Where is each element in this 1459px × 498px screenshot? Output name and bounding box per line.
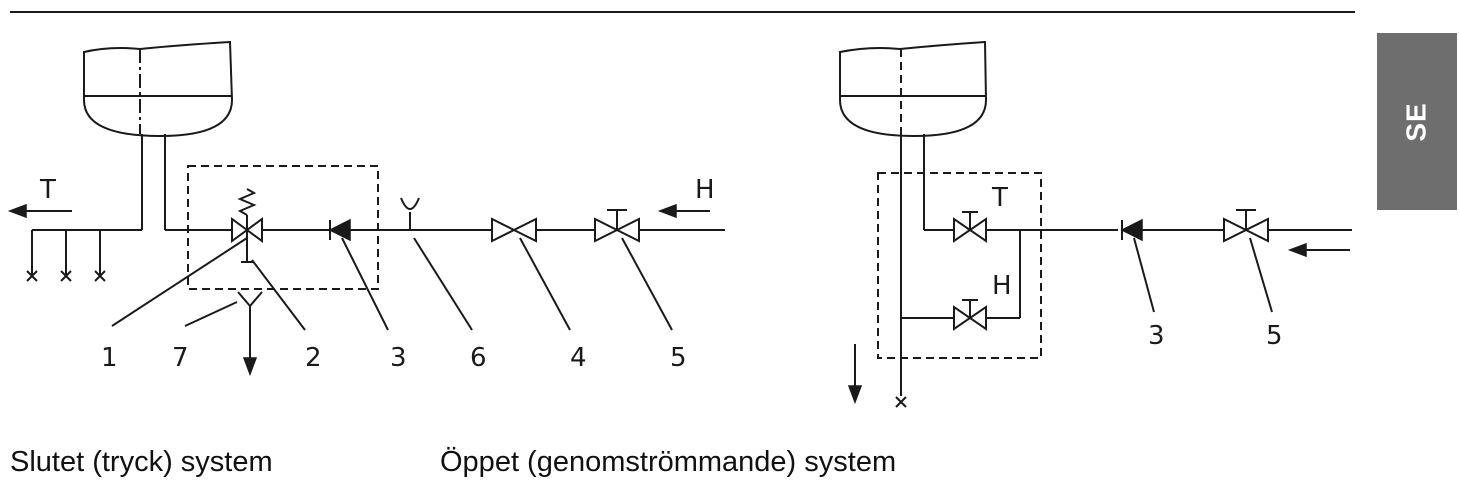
test-point-icon xyxy=(400,197,420,230)
cold-water-valve-icon xyxy=(953,299,987,331)
shutoff-valve-icon xyxy=(491,217,537,243)
check-valve-icon xyxy=(328,218,351,242)
callout-label: 3 xyxy=(1148,321,1165,351)
hot-water-label: T xyxy=(39,175,56,205)
tap-x-icon xyxy=(26,270,38,282)
tap-x-icon xyxy=(94,270,106,282)
callout-label: 2 xyxy=(305,343,322,373)
open-system-caption: Öppet (genomströmmande) system xyxy=(440,446,897,478)
callout-label: 1 xyxy=(101,343,118,373)
callout-label: 5 xyxy=(1266,321,1283,351)
gate-valve-icon xyxy=(1223,209,1269,243)
check-valve-icon xyxy=(1120,218,1143,242)
cold-water-label: H xyxy=(695,175,715,205)
water-heater-tank-left xyxy=(83,40,234,138)
safety-valve-icon xyxy=(231,188,263,263)
drain-funnel-icon xyxy=(237,291,263,377)
open-system-diagram: T H xyxy=(839,40,1352,408)
language-tab-label: SE xyxy=(1400,101,1432,142)
cold-water-valve-label: H xyxy=(992,271,1012,301)
callout-label: 3 xyxy=(390,343,407,373)
callout-label: 4 xyxy=(570,343,587,373)
water-heater-tank-right xyxy=(839,40,988,138)
callout-label: 5 xyxy=(670,343,687,373)
hot-water-valve-label: T xyxy=(991,183,1008,213)
assembly-group-box-left xyxy=(187,165,379,290)
hot-water-valve-icon xyxy=(953,211,987,243)
assembly-group-box-right xyxy=(877,172,1042,359)
language-tab[interactable]: SE xyxy=(1377,33,1457,210)
gate-valve-icon xyxy=(594,209,640,243)
closed-system-diagram: T xyxy=(7,40,725,377)
callout-label: 6 xyxy=(470,343,487,373)
closed-system-caption: Slutet (tryck) system xyxy=(10,446,273,478)
drain-x-icon xyxy=(895,396,907,408)
tap-x-icon xyxy=(60,270,72,282)
callout-label: 7 xyxy=(172,343,189,373)
